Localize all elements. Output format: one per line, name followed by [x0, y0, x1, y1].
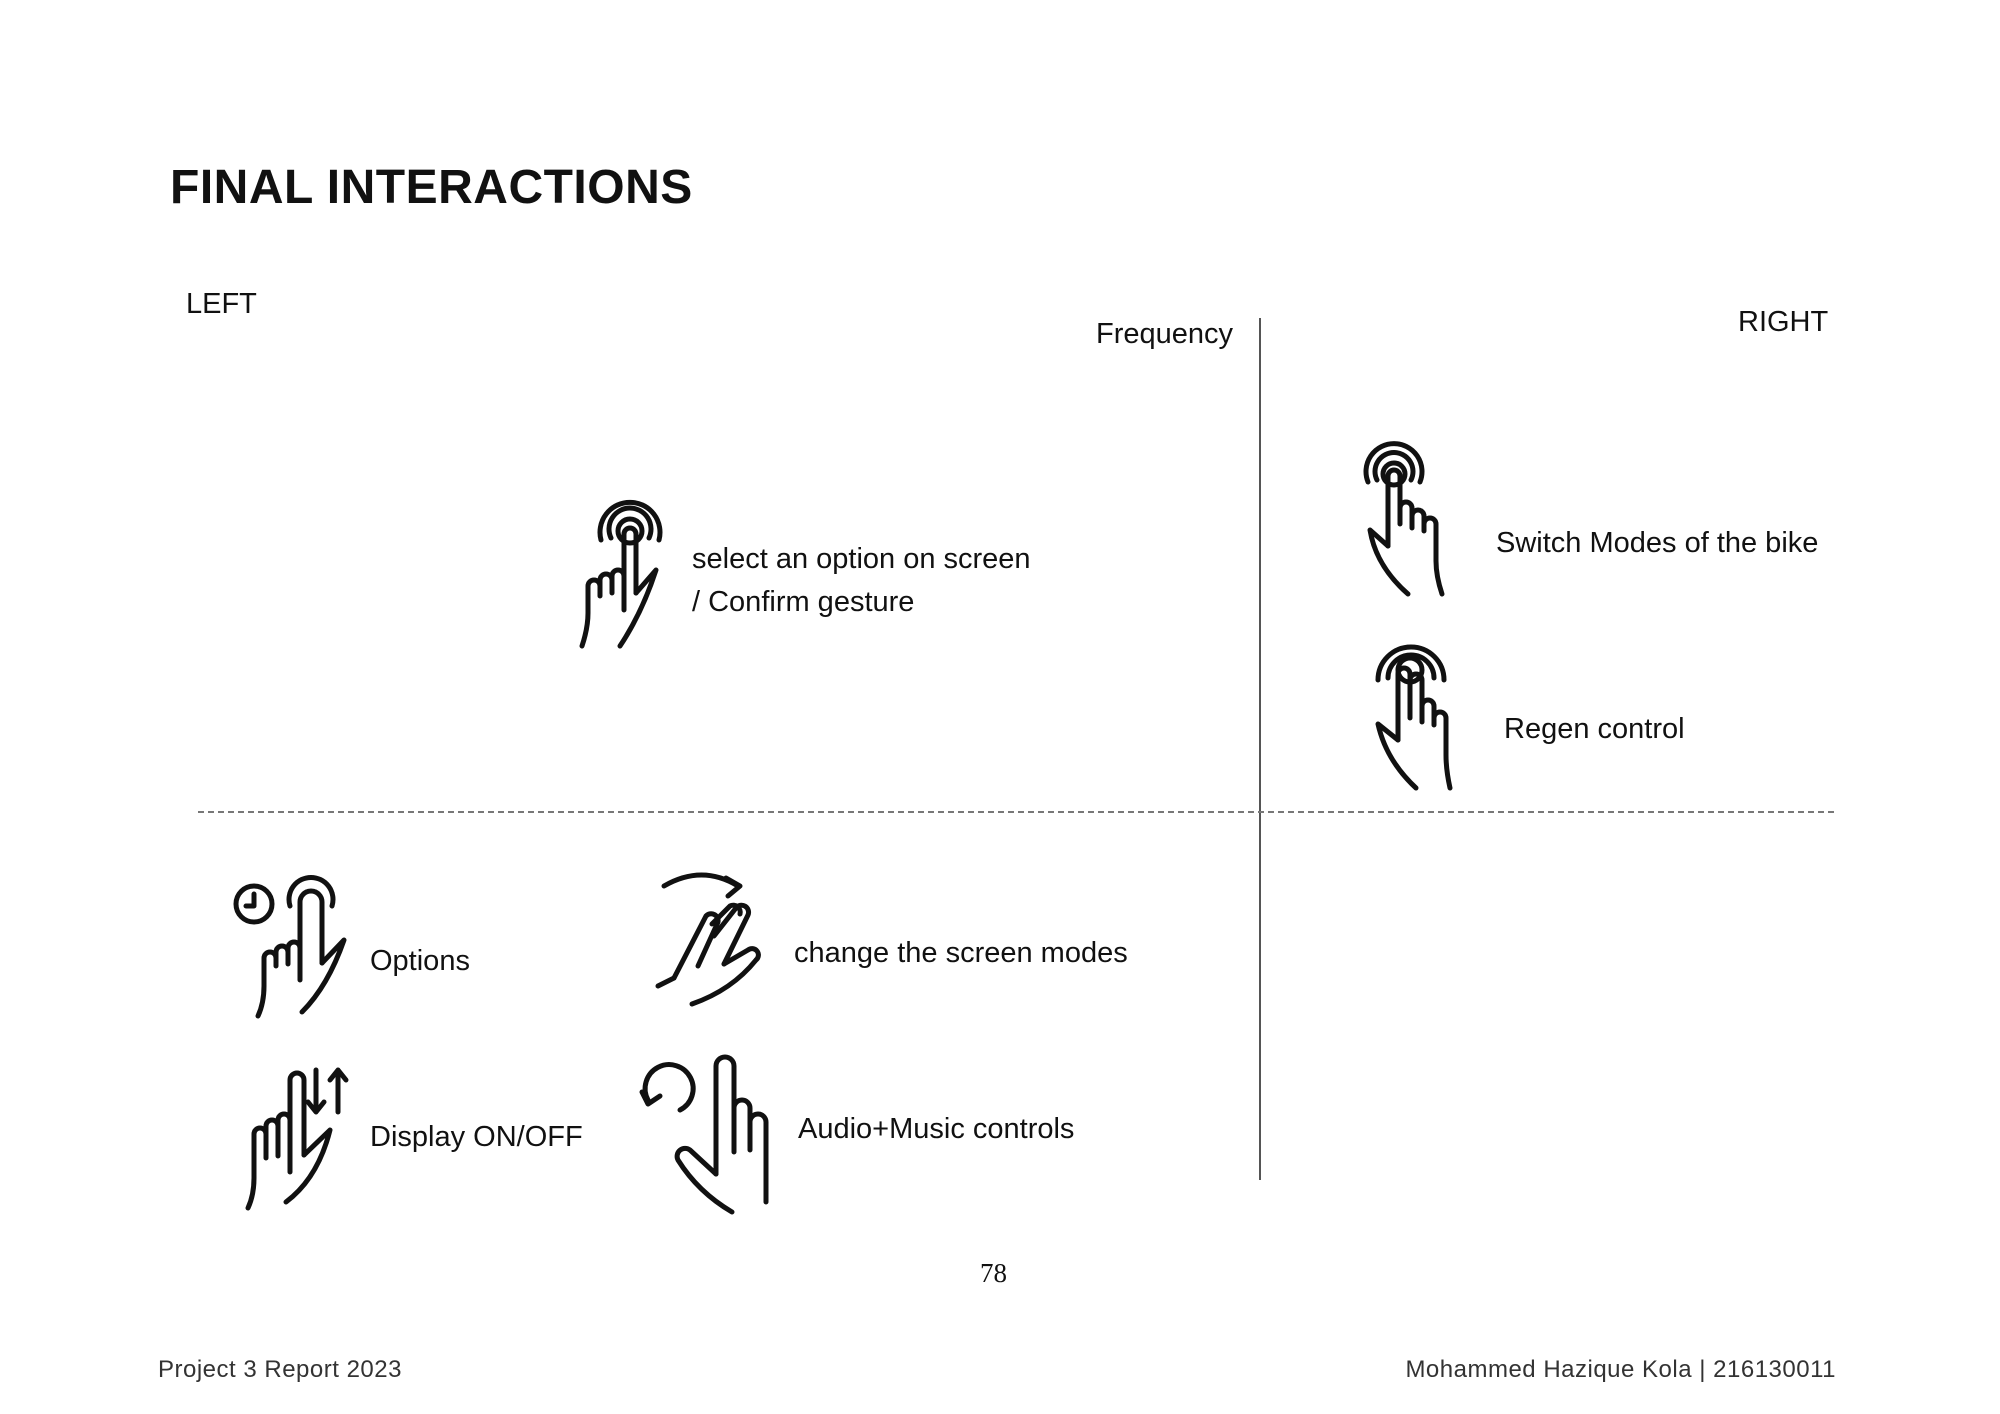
left-label: LEFT — [186, 288, 257, 320]
right-label: RIGHT — [1738, 306, 1829, 338]
tap-hand-icon — [579, 499, 663, 649]
two-finger-tap-hand-icon — [1375, 644, 1453, 791]
two-finger-swipe-icon — [655, 872, 761, 1007]
tap-hand-icon — [1363, 441, 1445, 597]
gesture-label: Options — [370, 945, 470, 977]
gesture-label: select an option on screen / Confirm ges… — [692, 543, 1031, 618]
swipe-up-down-hand-icon — [245, 1067, 349, 1211]
gesture-label: Regen control — [1504, 713, 1685, 745]
page-title: FINAL INTERACTIONS — [170, 161, 693, 214]
gesture-label: Audio+Music controls — [798, 1113, 1075, 1145]
vertical-divider — [1259, 318, 1261, 1180]
frequency-label: Frequency — [1096, 318, 1234, 350]
gesture-label: change the screen modes — [794, 937, 1128, 969]
long-press-hand-icon — [233, 874, 347, 1019]
footer-right: Mohammed Hazique Kola | 216130011 — [1405, 1356, 1836, 1383]
footer-left: Project 3 Report 2023 — [158, 1356, 402, 1383]
gesture-label: Switch Modes of the bike — [1496, 527, 1819, 559]
page-number: 78 — [980, 1258, 1007, 1288]
gesture-label: Display ON/OFF — [370, 1121, 583, 1153]
frequency-divider — [198, 811, 1834, 813]
rotate-finger-hand-icon — [639, 1054, 769, 1215]
